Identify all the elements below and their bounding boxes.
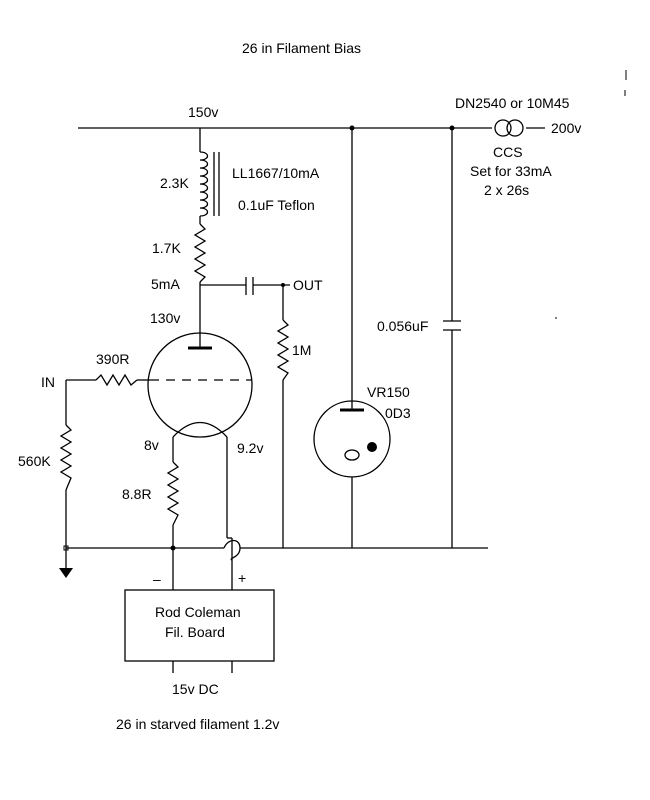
ccs-setting-label: Set for 33mA	[470, 163, 552, 179]
ccs-load-label: 2 x 26s	[484, 182, 529, 198]
coupling-cap-label: 0.1uF Teflon	[238, 197, 315, 213]
grid-stopper-label: 390R	[96, 351, 129, 367]
schematic-title: 26 in Filament Bias	[242, 40, 361, 56]
input-label: IN	[41, 374, 55, 390]
ccs-device-label: DN2540 or 10M45	[455, 95, 570, 111]
grid-resistor	[59, 424, 73, 548]
vr-tube-label: VR150	[367, 384, 410, 400]
vr150-tube	[313, 128, 391, 548]
b-plus-rail	[78, 125, 545, 131]
bypass-capacitor	[443, 128, 461, 548]
board-name-line1: Rod Coleman	[155, 604, 241, 620]
b-plus-200-label: 200v	[551, 120, 581, 136]
fil-resistor-label: 8.8R	[122, 486, 152, 502]
board-plus-label: +	[238, 570, 246, 586]
plate-current-label: 5mA	[151, 276, 180, 292]
ccs-name-label: CCS	[493, 144, 523, 160]
b-plus-150-label: 150v	[188, 104, 218, 120]
fil-right-voltage-label: 9.2v	[237, 440, 263, 456]
output-label: OUT	[293, 277, 323, 293]
choke-part-label: LL1667/10mA	[232, 165, 320, 181]
plate-choke	[199, 128, 220, 224]
vr-tube-alt-label: 0D3	[385, 405, 411, 421]
filament-resistor	[166, 452, 180, 590]
stray-marks	[555, 70, 627, 319]
triode-26	[147, 332, 253, 452]
ground-rail	[63, 545, 488, 568]
coupling-capacitor	[200, 277, 290, 320]
leak-resistor	[276, 319, 290, 548]
supply-label: 15v DC	[172, 681, 219, 697]
board-name-line2: Fil. Board	[165, 624, 225, 640]
grid-resistor-label: 560K	[18, 453, 51, 469]
plate-voltage-label: 130v	[150, 310, 180, 326]
board-minus-label: –	[153, 571, 161, 587]
ground-symbol	[59, 568, 73, 578]
footer-note: 26 in starved filament 1.2v	[116, 716, 279, 732]
plate-resistor	[193, 223, 207, 348]
input-network	[65, 373, 150, 425]
choke-value-label: 2.3K	[160, 175, 189, 191]
filament-board	[124, 589, 275, 673]
fil-left-voltage-label: 8v	[144, 437, 159, 453]
bypass-cap-label: 0.056uF	[377, 318, 428, 334]
leak-resistor-label: 1M	[292, 342, 311, 358]
ccs-symbol	[494, 119, 524, 137]
plate-resistor-label: 1.7K	[152, 240, 181, 256]
